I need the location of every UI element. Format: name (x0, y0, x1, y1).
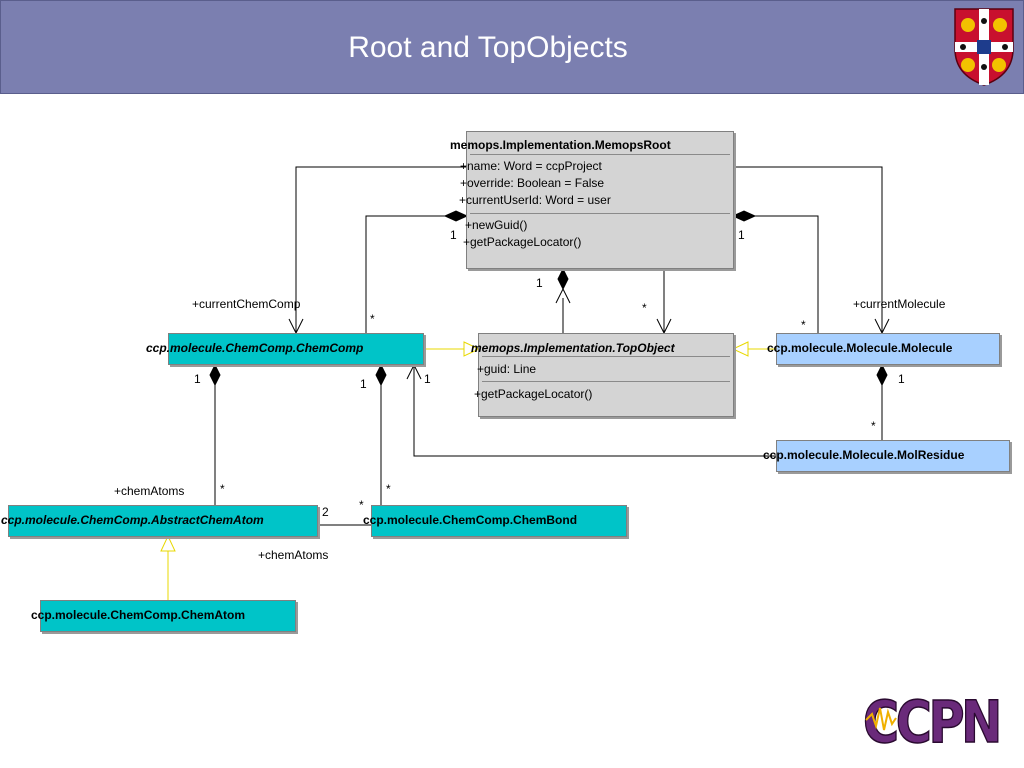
multiplicity: 2 (322, 505, 329, 519)
multiplicity: * (386, 482, 391, 496)
diamond-root-left (443, 210, 469, 222)
multiplicity: 1 (424, 372, 431, 386)
class-name: ccp.molecule.ChemComp.ChemComp (146, 341, 364, 355)
operation: +getPackageLocator() (463, 235, 582, 249)
attribute: +name: Word = ccpProject (460, 159, 602, 173)
diamond-root-right (731, 210, 757, 222)
multiplicity: * (801, 318, 806, 332)
multiplicity: 1 (194, 372, 201, 386)
class-name: ccp.molecule.Molecule.Molecule (767, 341, 953, 355)
multiplicity: 1 (360, 377, 367, 391)
assoc-molresidue-chemcomp (413, 365, 776, 457)
class-name: ccp.molecule.ChemComp.ChemAtom (31, 608, 246, 622)
assoc-current-molecule (733, 166, 883, 333)
role-chem-atoms: +chemAtoms (114, 484, 185, 498)
multiplicity: 1 (450, 228, 457, 242)
diamond-root-bottom (557, 267, 569, 291)
role-current-molecule: +currentMolecule (853, 297, 946, 311)
class-chem-atom[interactable]: ccp.molecule.ChemComp.ChemAtom (31, 600, 296, 632)
class-name: ccp.molecule.ChemComp.AbstractChemAtom (1, 513, 264, 527)
attribute: +override: Boolean = False (460, 176, 605, 190)
class-name: memops.Implementation.TopObject (471, 341, 675, 355)
class-name: memops.Implementation.MemopsRoot (450, 138, 671, 152)
class-name: ccp.molecule.Molecule.MolResidue (763, 448, 965, 462)
multiplicity: * (359, 498, 364, 512)
class-memops-root[interactable]: memops.Implementation.MemopsRoot +name: … (450, 131, 734, 269)
multiplicity: * (642, 301, 647, 315)
class-mol-residue[interactable]: ccp.molecule.Molecule.MolResidue (763, 440, 1010, 472)
university-crest-icon (954, 8, 1014, 86)
attribute: +currentUserId: Word = user (459, 193, 611, 207)
ccpn-logo-icon: CCPN (862, 690, 1000, 748)
slide-header: Root and TopObjects (0, 0, 1024, 94)
multiplicity: * (370, 312, 375, 326)
attribute: +guid: Line (477, 362, 537, 376)
multiplicity: 1 (898, 372, 905, 386)
diamond-molecule (876, 363, 888, 387)
composition-root-chemcomp (365, 215, 445, 333)
multiplicity: 1 (738, 228, 745, 242)
operation: +getPackageLocator() (474, 387, 593, 401)
multiplicity: * (871, 419, 876, 433)
class-chem-bond[interactable]: ccp.molecule.ChemComp.ChemBond (363, 505, 627, 537)
assoc-current-chemcomp (295, 166, 466, 333)
class-name: ccp.molecule.ChemComp.ChemBond (363, 513, 578, 527)
multiplicity: * (220, 482, 225, 496)
diamond-chemcomp-left (209, 363, 221, 387)
class-molecule[interactable]: ccp.molecule.Molecule.Molecule (767, 333, 1000, 365)
class-chem-comp[interactable]: ccp.molecule.ChemComp.ChemComp (146, 333, 424, 365)
class-abstract-chem-atom[interactable]: ccp.molecule.ChemComp.AbstractChemAtom (1, 505, 318, 537)
operation: +newGuid() (465, 218, 528, 232)
class-top-object[interactable]: memops.Implementation.TopObject +guid: L… (471, 333, 734, 417)
svg-text:CCPN: CCPN (863, 690, 999, 748)
slide-title: Root and TopObjects (348, 31, 628, 64)
role-current-chemcomp: +currentChemComp (192, 297, 301, 311)
role-chem-atoms: +chemAtoms (258, 548, 329, 562)
composition-root-molecule (754, 215, 819, 333)
multiplicity: 1 (536, 276, 543, 290)
diamond-chemcomp-mid (375, 363, 387, 387)
